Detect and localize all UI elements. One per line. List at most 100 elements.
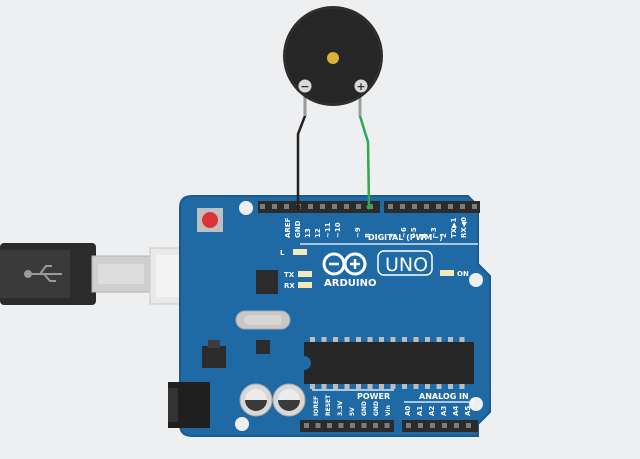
pin-hole[interactable] xyxy=(442,423,447,428)
pin-hole[interactable] xyxy=(327,423,332,428)
chip-pin xyxy=(402,337,407,342)
power-pin-label: RESET xyxy=(325,394,332,416)
microcontroller-chip xyxy=(304,337,474,389)
digital-pin-label: ~9 xyxy=(354,227,362,238)
pin-hole[interactable] xyxy=(436,204,441,209)
pin-hole[interactable] xyxy=(418,423,423,428)
chip-pin xyxy=(402,384,407,389)
chip-pin xyxy=(413,384,419,389)
analog-pin-label: A4 xyxy=(452,406,460,416)
power-pin-label: IOREF xyxy=(313,396,320,416)
pin-hole[interactable] xyxy=(373,423,378,428)
chip-pin xyxy=(344,384,350,389)
chip-pin xyxy=(367,384,373,389)
brand-text: ARDUINO xyxy=(324,278,376,289)
pin-hole[interactable] xyxy=(424,204,429,209)
chip-pin xyxy=(356,384,361,389)
digital-header[interactable] xyxy=(258,201,480,213)
pin-hole[interactable] xyxy=(400,204,405,209)
pin-hole[interactable] xyxy=(460,204,465,209)
led-tx: TX xyxy=(284,271,312,279)
pin-hole[interactable] xyxy=(284,204,289,209)
digital-pin-label: ~5 xyxy=(410,227,418,238)
reset-button[interactable] xyxy=(197,208,223,232)
signal-wire-end xyxy=(366,204,372,210)
digital-pin-label: GND xyxy=(294,220,302,238)
digital-pin-label: AREF xyxy=(284,217,292,238)
pin-hole[interactable] xyxy=(430,423,435,428)
crystal-oscillator xyxy=(235,310,291,330)
digital-pin-label: ~6 xyxy=(400,227,408,238)
regulator-tab xyxy=(208,340,220,348)
analog-pin-label: A3 xyxy=(440,406,448,416)
pin-hole[interactable] xyxy=(361,423,367,428)
pin-hole[interactable] xyxy=(384,423,390,428)
signal-wire[interactable] xyxy=(358,86,371,208)
chip-pin xyxy=(448,337,453,342)
buzzer-minus-terminal[interactable] xyxy=(298,79,312,93)
chip-pin xyxy=(321,337,327,342)
chip-pin xyxy=(390,384,396,389)
mounting-hole xyxy=(469,273,483,287)
pin-hole[interactable] xyxy=(454,423,459,428)
chip-pin xyxy=(448,384,453,389)
pin-hole[interactable] xyxy=(332,204,337,209)
chip-pin xyxy=(425,337,430,342)
chip-pin xyxy=(344,337,350,342)
chip-pin xyxy=(367,337,373,342)
chip-pin xyxy=(356,337,361,342)
capacitor-1 xyxy=(239,383,273,417)
power-header[interactable] xyxy=(300,420,394,432)
power-pin-label: GND xyxy=(361,401,368,416)
small-chip xyxy=(256,340,270,354)
pin-hole[interactable] xyxy=(412,204,417,209)
analog-pin-label: A0 xyxy=(404,406,412,416)
mounting-hole xyxy=(469,397,483,411)
usb-icon xyxy=(24,265,62,282)
digital-pin-label: 13 xyxy=(304,228,312,238)
digital-pin-label: 7 xyxy=(390,233,398,238)
pin-hole[interactable] xyxy=(472,204,477,209)
piezo-buzzer[interactable]: − + xyxy=(283,6,383,116)
buzzer-plus-terminal[interactable] xyxy=(354,79,368,93)
power-pin-label: 3.3V xyxy=(337,400,344,416)
power-jack[interactable] xyxy=(168,382,210,428)
pin-hole[interactable] xyxy=(320,204,325,209)
pin-hole[interactable] xyxy=(388,204,393,209)
chip-pin xyxy=(459,384,465,389)
power-pin-label: 5V xyxy=(349,407,356,416)
pin-hole[interactable] xyxy=(304,423,309,428)
pin-hole[interactable] xyxy=(406,423,411,428)
led-rx: RX xyxy=(284,282,312,290)
chip-pin xyxy=(390,337,396,342)
pin-hole[interactable] xyxy=(448,204,453,209)
pin-hole[interactable] xyxy=(356,204,361,209)
chip-pin xyxy=(310,384,315,389)
chip-pin xyxy=(379,384,384,389)
digital-pin-label: 8 xyxy=(364,233,372,238)
svg-text:L: L xyxy=(280,249,285,257)
analog-pin-label: A1 xyxy=(416,406,424,416)
digital-pin-label: 12 xyxy=(314,228,322,238)
buzzer-plus-label: + xyxy=(356,80,365,93)
digital-pin-label: RX◀0 xyxy=(460,217,468,238)
capacitor-2 xyxy=(272,383,306,417)
gnd-wire-end xyxy=(295,204,301,210)
chip-pin xyxy=(413,337,419,342)
led-l: L xyxy=(280,249,307,257)
digital-pin-label: ~10 xyxy=(334,222,342,238)
pin-hole[interactable] xyxy=(315,423,321,428)
analog-pin-label: A2 xyxy=(428,406,436,416)
analog-pin-label: A5 xyxy=(464,406,472,416)
pin-hole[interactable] xyxy=(344,204,349,209)
chip-pin xyxy=(436,337,442,342)
pin-hole[interactable] xyxy=(466,423,471,428)
pin-hole[interactable] xyxy=(260,204,265,209)
pin-hole[interactable] xyxy=(308,204,313,209)
pin-hole[interactable] xyxy=(350,423,355,428)
mounting-hole xyxy=(239,201,253,215)
pin-hole[interactable] xyxy=(338,423,344,428)
pin-hole[interactable] xyxy=(272,204,277,209)
